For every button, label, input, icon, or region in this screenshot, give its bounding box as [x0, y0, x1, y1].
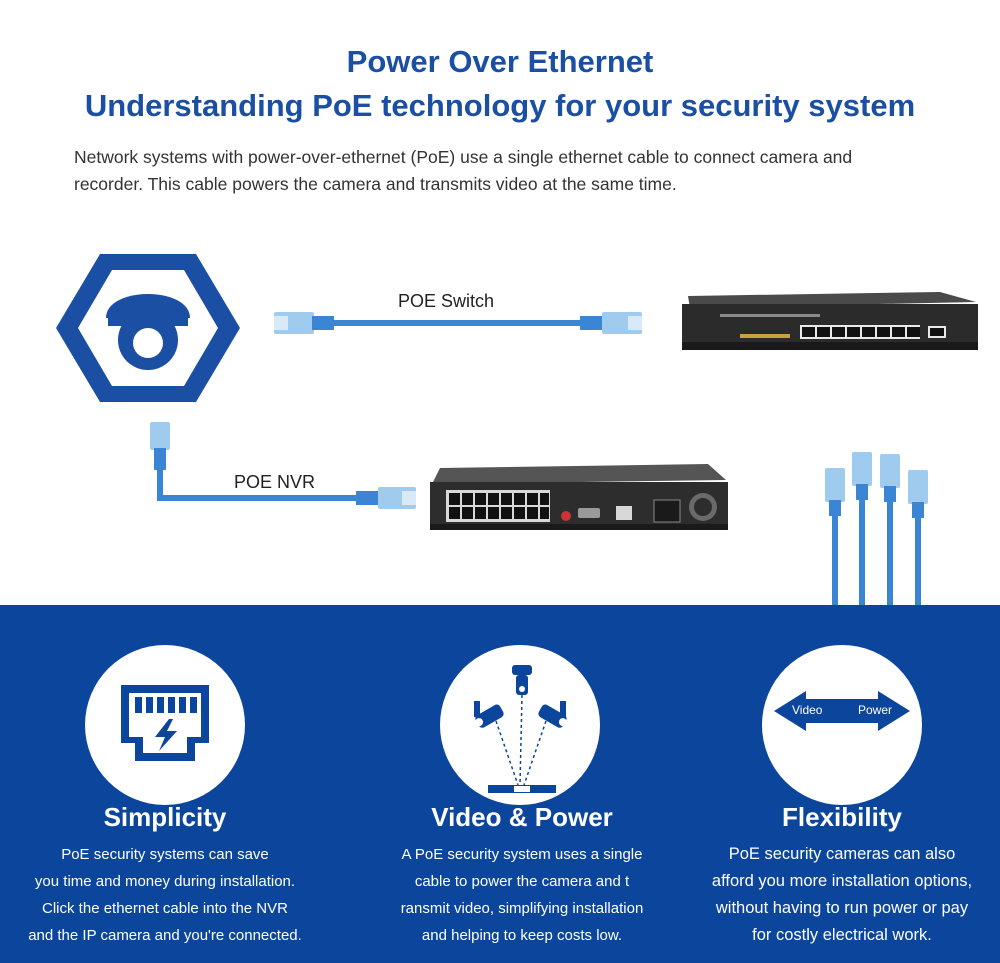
feature-description: PoE security systems can save you time a…: [0, 841, 330, 949]
page-subtitle: Understanding PoE technology for your se…: [84, 88, 916, 123]
arrow-label-power: Power: [858, 703, 893, 717]
double-arrow-icon: [774, 691, 910, 731]
feature-title: Flexibility: [782, 802, 902, 832]
ethernet-cables-icon: [825, 452, 928, 610]
feature-line: A PoE security system uses a single: [401, 846, 643, 863]
feature-line: Click the ethernet cable into the NVR: [42, 900, 288, 917]
arrow-label-video: Video: [792, 703, 823, 717]
intro-text: Network systems with power-over-ethernet…: [74, 144, 964, 198]
dome-camera-icon: [56, 254, 240, 402]
feature-line: afford you more installation options,: [711, 872, 973, 890]
cable-to-switch: [274, 312, 642, 334]
feature-line: ransmit video, simplifying installation: [400, 900, 644, 917]
cable-to-nvr: [150, 422, 416, 509]
feature-video-power: Video & Power A PoE security system uses…: [357, 605, 687, 963]
cameras-network-icon: [474, 665, 567, 793]
poe-switch-label: POE Switch: [398, 291, 495, 311]
poe-nvr-device: [430, 464, 728, 530]
feature-description: A PoE security system uses a single cabl…: [357, 841, 687, 949]
feature-flexibility: Video Power Flexibility PoE security cam…: [677, 605, 1000, 963]
feature-simplicity: Simplicity PoE security systems can save…: [0, 605, 330, 963]
intro-line: Network systems with power-over-ethernet…: [74, 147, 853, 167]
feature-icon-circle: [440, 645, 600, 805]
feature-icon-circle: Video Power: [762, 645, 922, 805]
poe-diagram: POE Switch POE NVR: [0, 230, 1000, 610]
feature-line: for costly electrical work.: [752, 926, 932, 944]
ethernet-port-icon: [121, 685, 209, 761]
feature-icon-circle: [85, 645, 245, 805]
feature-line: PoE security systems can save: [61, 846, 269, 863]
feature-line: and helping to keep costs low.: [421, 927, 623, 944]
feature-line: without having to run power or pay: [715, 899, 969, 917]
intro-line: recorder. This cable powers the camera a…: [74, 174, 677, 194]
feature-line: you time and money during installation.: [34, 873, 296, 890]
diagram-graphic: [56, 254, 978, 610]
feature-title: Video & Power: [431, 802, 613, 832]
poe-switch-device: [682, 292, 978, 350]
feature-line: cable to power the camera and t: [414, 873, 630, 890]
feature-line: and the IP camera and you're connected.: [28, 927, 302, 944]
feature-description: PoE security cameras can also afford you…: [677, 841, 1000, 949]
features-panel: Simplicity PoE security systems can save…: [0, 605, 1000, 963]
page-title: Power Over Ethernet: [346, 44, 654, 79]
poe-nvr-label: POE NVR: [234, 472, 316, 492]
feature-title: Simplicity: [103, 802, 227, 832]
feature-line: PoE security cameras can also: [728, 845, 956, 863]
